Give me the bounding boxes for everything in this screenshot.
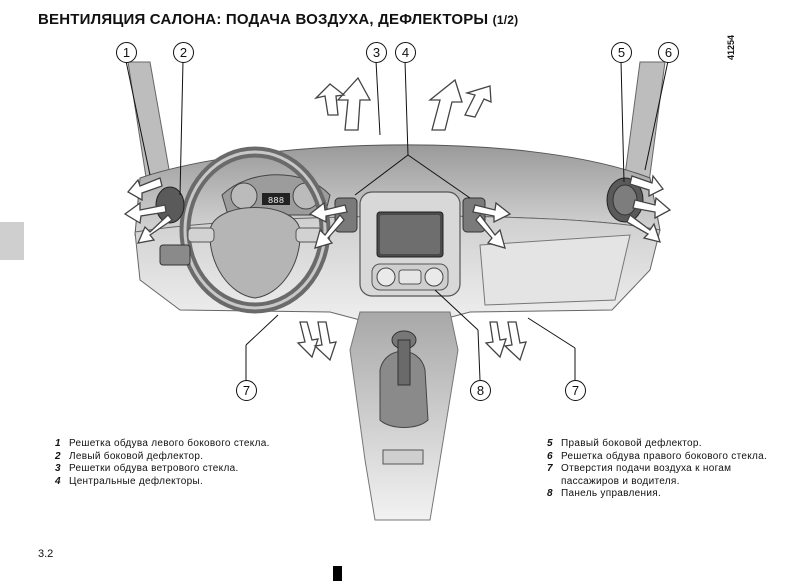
callout-5: 5 bbox=[611, 42, 632, 63]
legend-text: Левый боковой дефлектор. bbox=[69, 450, 204, 462]
legend-text: Панель управления. bbox=[561, 488, 662, 499]
legend-left: 1 Решетка обдува левого бокового стекла.… bbox=[55, 438, 275, 488]
legend-num: 4 bbox=[55, 475, 61, 487]
legend-text: Центральные дефлекторы. bbox=[69, 475, 204, 487]
legend-item: 4 Центральные дефлекторы. bbox=[55, 476, 275, 489]
legend-text: Решетка обдува правого бокового стекла. bbox=[561, 450, 768, 462]
page-title: ВЕНТИЛЯЦИЯ САЛОНА: ПОДАЧА ВОЗДУХА, ДЕФЛЕ… bbox=[38, 11, 518, 28]
legend-item: 6 Решетка обдува правого бокового стекла… bbox=[547, 451, 772, 464]
left-gauge bbox=[230, 182, 258, 210]
legend-item: 1 Решетка обдува левого бокового стекла. bbox=[55, 438, 275, 451]
legend-item: 7 Отверстия подачи воздуха к ногам пасса… bbox=[547, 463, 772, 488]
legend-item: 8 Панель управления. bbox=[547, 488, 772, 501]
legend-num: 1 bbox=[55, 438, 61, 449]
windscreen-airflow-arrows bbox=[313, 76, 492, 131]
left-switch-panel bbox=[159, 244, 191, 266]
callout-7-left: 7 bbox=[236, 380, 257, 401]
legend-text: Правый боковой дефлектор. bbox=[561, 438, 702, 449]
leader-lines bbox=[125, 60, 669, 381]
legend-text: Решетка обдува левого бокового стекла. bbox=[69, 438, 270, 449]
glovebox bbox=[479, 234, 631, 306]
title-text: ВЕНТИЛЯЦИЯ САЛОНА: ПОДАЧА ВОЗДУХА, ДЕФЛЕ… bbox=[38, 11, 489, 28]
right-knob bbox=[424, 267, 444, 287]
cluster-display-text: 888 bbox=[268, 196, 284, 206]
steering-wheel-rim-inner bbox=[183, 150, 327, 310]
left-side-vent bbox=[155, 186, 185, 224]
callout-4: 4 bbox=[395, 42, 416, 63]
callout-6: 6 bbox=[658, 42, 679, 63]
steering-spoke-left bbox=[187, 227, 215, 243]
callout-2: 2 bbox=[173, 42, 194, 63]
legend-num: 2 bbox=[55, 450, 61, 462]
callout-7-right: 7 bbox=[565, 380, 586, 401]
legend-item: 5 Правый боковой дефлектор. bbox=[547, 438, 772, 451]
page-mark bbox=[333, 566, 342, 581]
title-suffix: (1/2) bbox=[492, 13, 519, 27]
left-knob bbox=[376, 267, 396, 287]
right-a-pillar bbox=[624, 61, 666, 191]
callout-1: 1 bbox=[116, 42, 137, 63]
legend-text: Решетки обдува ветрового стекла. bbox=[69, 463, 239, 474]
footwell-airflow-arrows bbox=[296, 321, 527, 362]
legend-item: 2 Левый боковой дефлектор. bbox=[55, 451, 275, 464]
callout-8: 8 bbox=[470, 380, 491, 401]
console-slot bbox=[382, 449, 424, 465]
legend-text: Отверстия подачи воздуха к ногам пассажи… bbox=[561, 463, 732, 487]
legend-right: 5 Правый боковой дефлектор. 6 Решетка об… bbox=[547, 438, 772, 501]
gear-stem bbox=[397, 339, 411, 386]
climate-buttons bbox=[398, 269, 422, 285]
chapter-tab bbox=[0, 222, 24, 260]
legend-num: 7 bbox=[547, 463, 553, 474]
right-side-airflow-arrows bbox=[626, 174, 672, 243]
legend-item: 3 Решетки обдува ветрового стекла. bbox=[55, 463, 275, 476]
screen-glare bbox=[380, 215, 440, 254]
legend-num: 5 bbox=[547, 438, 553, 449]
page-number: 3.2 bbox=[38, 548, 54, 560]
callout-3: 3 bbox=[366, 42, 387, 63]
right-side-vent-grid bbox=[612, 184, 638, 216]
left-side-airflow-arrows bbox=[123, 177, 173, 244]
centre-airflow-arrows bbox=[308, 201, 512, 249]
steering-wheel-hub bbox=[209, 207, 301, 299]
legend-num: 8 bbox=[547, 488, 553, 499]
gear-boot bbox=[379, 350, 429, 428]
legend-num: 6 bbox=[547, 450, 553, 462]
cluster-display bbox=[262, 193, 290, 205]
legend-num: 3 bbox=[55, 463, 61, 474]
